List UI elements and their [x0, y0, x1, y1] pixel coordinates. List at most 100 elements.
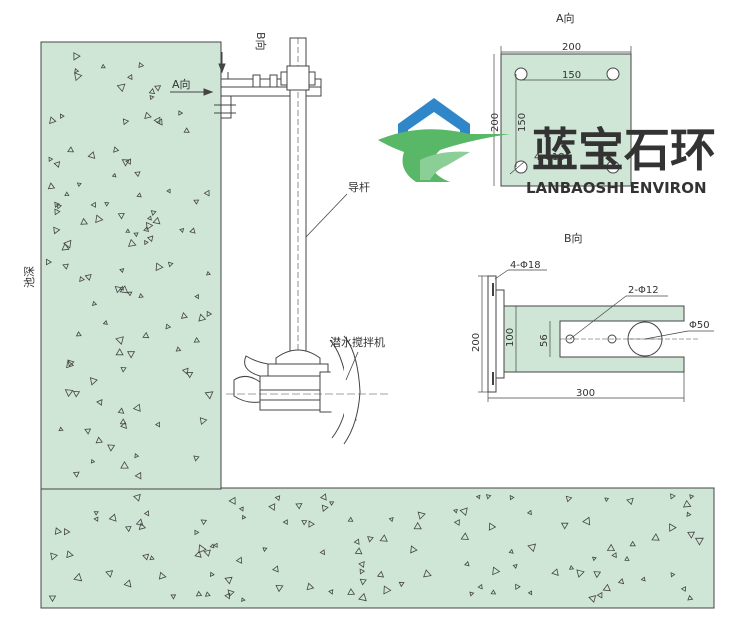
aggregate-mark: [464, 560, 470, 567]
aggregate-mark: [527, 543, 537, 553]
aggregate-mark: [669, 523, 677, 532]
aggregate-mark: [73, 572, 83, 582]
aggregate-mark: [87, 151, 96, 159]
aggregate-mark: [175, 346, 182, 352]
direction-b-arrow-label: B向: [254, 32, 268, 51]
aggregate-mark: [241, 514, 247, 520]
aggregate-mark: [670, 572, 676, 578]
aggregate-mark: [127, 73, 133, 81]
concrete-aggregate: [45, 52, 704, 603]
view-b-title: B向: [564, 231, 583, 245]
aggregate-mark: [180, 312, 188, 319]
aggregate-mark: [227, 589, 235, 597]
aggregate-mark: [515, 583, 521, 591]
aggregate-mark: [204, 391, 214, 400]
aggregate-mark: [74, 68, 80, 74]
aggregate-mark: [111, 172, 117, 178]
aggregate-mark: [680, 586, 687, 592]
aggregate-mark: [91, 300, 98, 306]
aggregate-mark: [63, 239, 72, 249]
aggregate-mark: [144, 239, 149, 246]
aggregate-mark: [235, 556, 243, 564]
view-a-dimensions: [493, 46, 632, 186]
aggregate-mark: [154, 421, 161, 428]
aggregate-mark: [413, 521, 422, 530]
guide-rod: [286, 37, 310, 359]
aggregate-mark: [485, 494, 492, 500]
aggregate-mark: [90, 458, 96, 464]
aggregate-mark: [53, 226, 61, 235]
aggregate-mark: [194, 529, 200, 536]
aggregate-mark: [146, 235, 154, 243]
aggregate-mark: [143, 510, 150, 517]
aggregate-mark: [59, 113, 65, 119]
view-a-holes: 4-Φ18: [534, 152, 565, 163]
view-b-dimensions: [478, 269, 714, 402]
aggregate-mark: [115, 348, 124, 356]
view-b-holes-slot: 2-Φ12: [628, 285, 659, 296]
aggregate-mark: [268, 503, 276, 511]
aggregate-mark: [582, 516, 591, 526]
aggregate-mark: [47, 182, 56, 190]
aggregate-mark: [687, 594, 694, 601]
aggregate-mark: [626, 497, 634, 506]
aggregate-mark: [50, 552, 58, 561]
aggregate-mark: [114, 285, 123, 294]
aggregate-mark: [459, 507, 468, 517]
aggregate-mark: [170, 594, 177, 600]
aggregate-mark: [198, 313, 207, 322]
aggregate-mark: [155, 262, 164, 272]
aggregate-mark: [319, 493, 327, 501]
aggregate-mark: [651, 533, 660, 541]
aggregate-mark: [89, 377, 98, 386]
aggregate-mark: [132, 403, 141, 412]
aggregate-mark: [490, 589, 497, 595]
aggregate-mark: [115, 336, 124, 345]
aggregate-mark: [95, 436, 103, 444]
aggregate-mark: [568, 565, 575, 570]
aggregate-mark: [80, 217, 89, 225]
aggregate-mark: [96, 399, 103, 406]
guide-rod-label: 导杆: [348, 180, 370, 194]
aggregate-mark: [148, 87, 156, 95]
view-b-holes-plate: 4-Φ18: [510, 260, 541, 271]
aggregate-mark: [301, 520, 308, 526]
aggregate-mark: [347, 588, 356, 595]
aggregate-mark: [526, 509, 532, 516]
aggregate-mark: [274, 495, 281, 502]
aggregate-mark: [694, 537, 704, 546]
view-a-dim-inner: 150: [562, 70, 581, 81]
direction-a-arrow: [170, 88, 214, 96]
aggregate-mark: [125, 228, 131, 233]
aggregate-mark: [604, 497, 610, 503]
aggregate-mark: [347, 516, 354, 522]
aggregate-mark: [166, 188, 171, 194]
aggregate-mark: [194, 550, 202, 558]
aggregate-mark: [72, 471, 80, 478]
view-a-dim-side-inner: 150: [517, 113, 528, 132]
view-a-dim-side-outer: 200: [490, 113, 501, 132]
mixer-label: 潜水搅拌机: [330, 335, 385, 349]
aggregate-mark: [120, 421, 128, 430]
aggregate-mark: [527, 590, 533, 596]
aggregate-mark: [453, 508, 458, 514]
aggregate-mark: [75, 331, 82, 337]
aggregate-mark: [203, 189, 210, 197]
view-b-dim-inner-height: 100: [505, 328, 516, 347]
aggregate-mark: [119, 268, 125, 274]
aggregate-mark: [460, 532, 470, 540]
aggregate-mark: [142, 331, 150, 339]
aggregate-mark: [551, 568, 559, 577]
aggregate-mark: [122, 118, 130, 126]
aggregate-mark: [203, 549, 211, 557]
aggregate-mark: [49, 116, 57, 125]
aggregate-mark: [560, 522, 569, 530]
aggregate-mark: [367, 536, 374, 543]
aggregate-mark: [113, 146, 120, 153]
aggregate-mark: [209, 571, 215, 577]
aggregate-mark: [133, 232, 139, 238]
aggregate-mark: [124, 526, 132, 533]
aggregate-mark: [588, 595, 597, 603]
watermark-logo: [378, 98, 510, 182]
